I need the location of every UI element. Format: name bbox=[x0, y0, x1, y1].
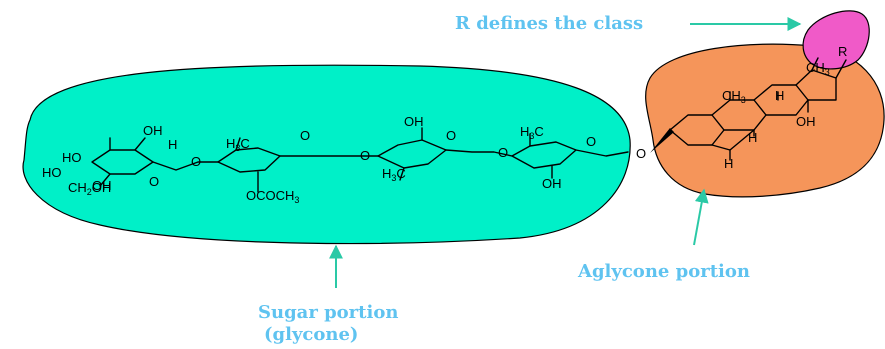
atom-oh-3: OH bbox=[404, 114, 424, 129]
atom-oh-2: OH bbox=[143, 123, 163, 138]
atom-ch2oh: CH2OH bbox=[68, 180, 111, 197]
r-group-region bbox=[802, 10, 870, 70]
aglycone-arrow bbox=[693, 188, 709, 246]
atom-oh-1: OH bbox=[92, 178, 112, 193]
atom-h-5: H bbox=[724, 156, 733, 171]
atom-ho-2: HO bbox=[42, 165, 62, 180]
atom-h3c-1: H3C bbox=[226, 136, 250, 153]
atom-o-ring-2: O bbox=[300, 128, 310, 143]
atom-h3c-2: H3C bbox=[382, 166, 406, 183]
atom-r: R bbox=[838, 44, 847, 59]
atom-oh-4: OH bbox=[542, 176, 562, 191]
atom-o-link-1: O bbox=[191, 154, 201, 169]
atom-ch3-b: CH3 bbox=[806, 60, 830, 77]
steroid-structure bbox=[650, 57, 847, 161]
sugar-chain-structure bbox=[91, 127, 629, 193]
atom-h-9: H bbox=[775, 88, 784, 103]
sugar-label-line2: (glycone) bbox=[264, 324, 358, 345]
sugar-region bbox=[22, 64, 631, 245]
atom-ococh3: OCOCH3 bbox=[246, 188, 299, 205]
atom-ho-1: HO bbox=[62, 150, 82, 165]
atom-o-glycosidic: O bbox=[636, 146, 646, 161]
atom-h3c-3: H3C bbox=[520, 124, 544, 141]
atom-o-ring-1: O bbox=[149, 174, 159, 189]
atom-ch3-a: CH3 bbox=[722, 88, 746, 105]
atom-o-link-2: O bbox=[360, 148, 370, 163]
atom-h-8: H bbox=[748, 130, 757, 145]
atom-o-link-3: O bbox=[498, 145, 508, 160]
sugar-label-line1: Sugar portion bbox=[258, 302, 398, 323]
atom-o-ring-3: O bbox=[446, 128, 456, 143]
atom-h-1: H bbox=[168, 137, 177, 152]
atom-o-ring-4: O bbox=[586, 134, 596, 149]
r-class-label: R defines the class bbox=[455, 13, 643, 34]
aglycone-label: Aglycone portion bbox=[577, 261, 750, 282]
atom-oh-14: OH bbox=[796, 114, 816, 129]
